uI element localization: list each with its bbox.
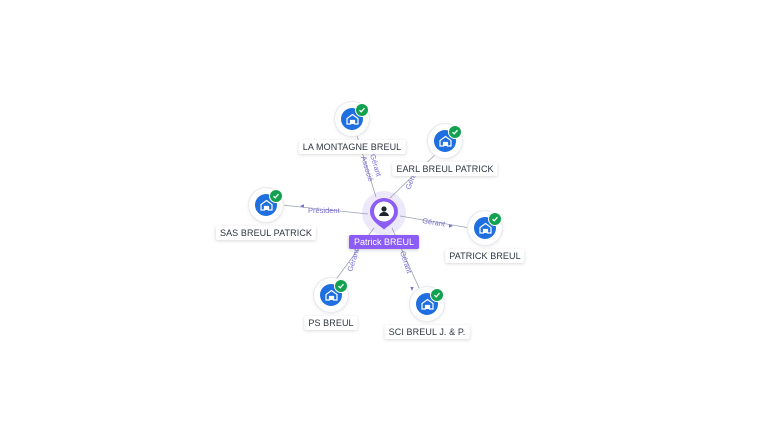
edge-gerant-patrick: Gérant [399, 215, 471, 229]
node-label: EARL BREUL PATRICK [392, 162, 498, 176]
edge-label-gerant: Gérant [422, 216, 447, 229]
verified-check-icon [269, 189, 283, 203]
edge-president: Président [281, 204, 369, 215]
center-person-label: Patrick BREUL [348, 235, 420, 249]
verified-check-icon [448, 125, 462, 139]
node-label: SCI BREUL J. & P. [384, 325, 470, 339]
arrow-icon [300, 204, 304, 208]
edge-label-gerant: Gérant [398, 250, 414, 275]
edge-label-gerant: Gérant [345, 247, 361, 272]
node-label: SAS BREUL PATRICK [215, 226, 317, 240]
verified-check-icon [334, 279, 348, 293]
node-label: PATRICK BREUL [445, 249, 525, 263]
arrow-icon [449, 224, 453, 228]
verified-check-icon [355, 103, 369, 117]
node-label: PS BREUL [304, 316, 358, 330]
verified-check-icon [488, 212, 502, 226]
arrow-icon [410, 287, 414, 291]
person-icon [370, 198, 398, 230]
edge-gerant-associe: Gérant Associé [353, 125, 384, 198]
node-label: LA MONTAGNE BREUL [298, 140, 406, 154]
verified-check-icon [430, 288, 444, 302]
edge-label-president: Président [308, 206, 341, 215]
